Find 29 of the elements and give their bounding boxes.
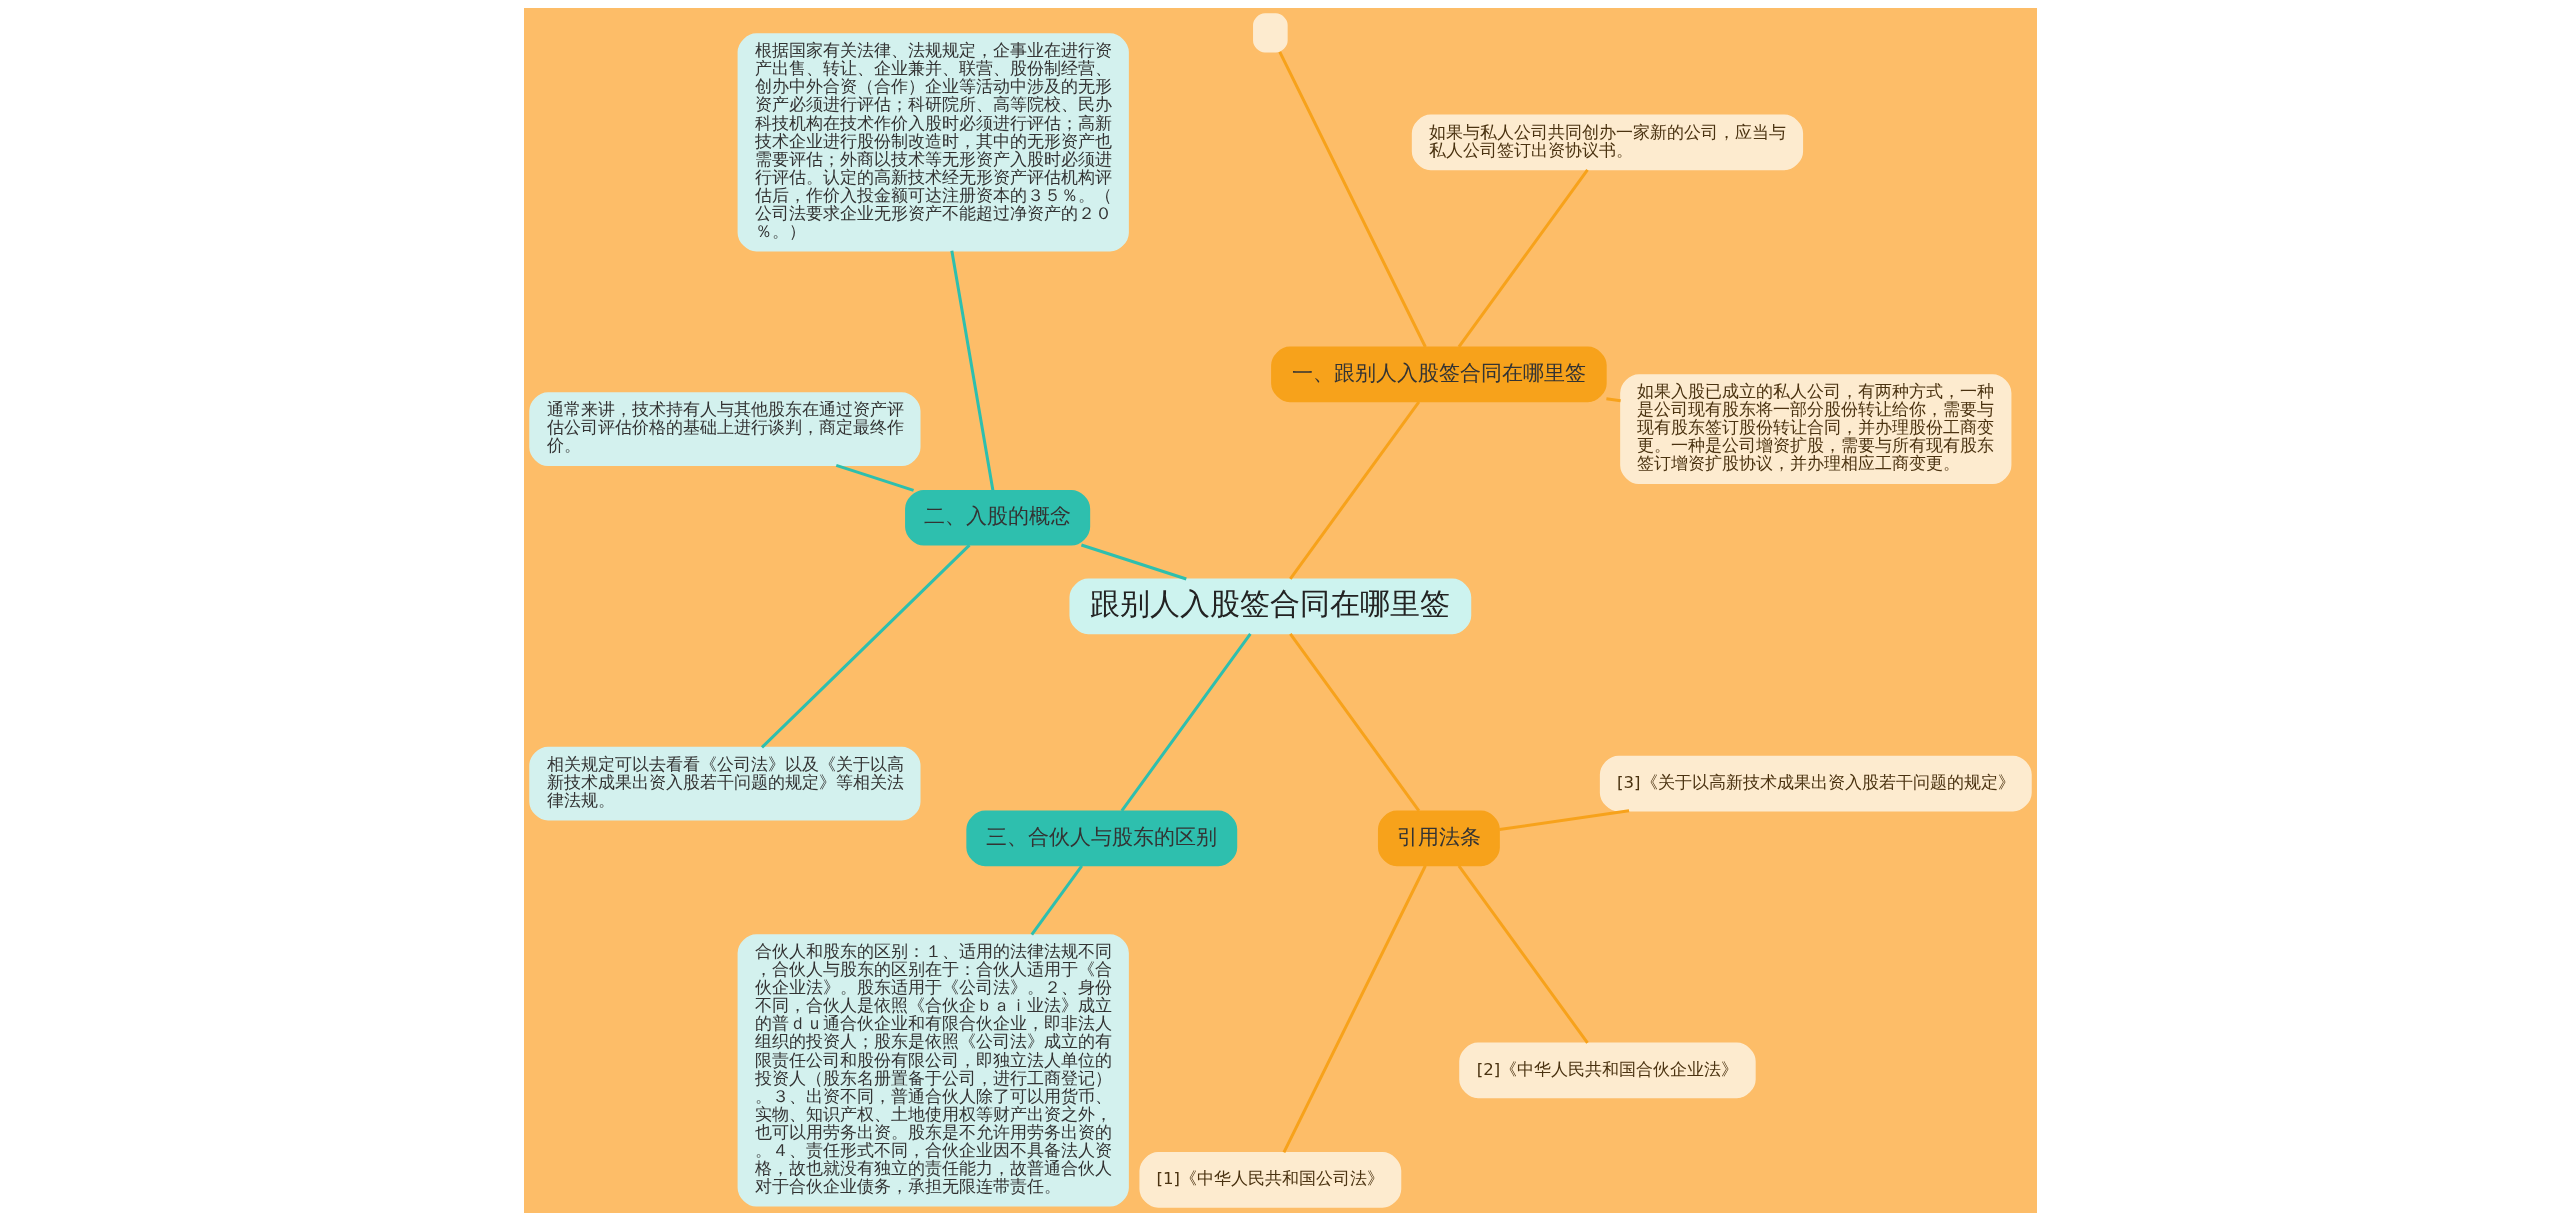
node-box: 二、入股的概念 xyxy=(904,489,1090,546)
connector xyxy=(1080,543,1187,581)
node-box: [2]《中华人民共和国合伙企业法》 xyxy=(1458,1042,1756,1099)
node-box: [1]《中华人民共和国公司法》 xyxy=(1138,1152,1401,1208)
connector xyxy=(835,463,914,492)
connector xyxy=(1498,809,1629,832)
node-box: 一、跟别人入股签合同在哪里签 xyxy=(1270,346,1607,403)
connector xyxy=(1288,633,1420,812)
node-box: 相关规定可以去看看《公司法》以及《关于以高新技术成果出资入股若干问题的规定》等相关法律法规。 xyxy=(528,746,920,821)
connector xyxy=(760,544,970,749)
node-box xyxy=(1252,13,1288,53)
connector xyxy=(1457,865,1589,1044)
connector xyxy=(1605,397,1621,403)
node-box: 如果入股已成立的私人公司，有两种方式，一种是公司现有股东将一部分股份转让给你，需要与现有股东签订股份转让合同，并办理股份工商变更。一种是公司增资扩股，需要与所有现有股东签订增资扩股协议，并办理相应工商变更。 xyxy=(1619,374,2011,485)
node-box: 通常来讲，技术持有人与其他股东在通过资产评估公司评估价格的基础上进行谈判，商定最终作价。 xyxy=(528,392,920,466)
node-box: 跟别人入股签合同在哪里签 xyxy=(1068,578,1471,635)
connector xyxy=(1277,51,1427,348)
connector xyxy=(949,250,994,491)
connector xyxy=(1120,633,1252,812)
node-box: 如果与私人公司共同创办一家新的公司，应当与私人公司签订出资协议书。 xyxy=(1411,114,1803,171)
node-box: [3]《关于以高新技术成果出资入股若干问题的规定》 xyxy=(1599,755,2032,812)
connector xyxy=(1288,400,1420,580)
node-box: 三、合伙人与股东的区别 xyxy=(965,810,1237,867)
node-box: 合伙人和股东的区别：１、适用的法律法规不同，合伙人与股东的区别在于：合伙人适用于《合伙企业法》。股东适用于《公司法》。２、身份不同，合伙人是依照《合伙企ｂａｉ业法》成立的普ｄｕ通合伙企业和有限合伙企业，即非法人组织的投资人；股东是依照《公司法》成立的有限责任公司和股份有限公司，即独立法人单位的投资人（股东名册置备于公司，进行工商登记）。３、出资不同，普通合伙人除了可以用货币、实物、知识产权、土地使用权等财产出资之外，也可以用劳务出资。股东是不允许用劳务出资的。４、责任形式不同，合伙企业因不具备法人资格，故也就没有独立的责任能力，故普通合伙人对于合伙企业债务，承担无限连带责任。 xyxy=(737,934,1129,1207)
node-box: 引用法条 xyxy=(1377,810,1500,867)
connector xyxy=(1457,168,1589,348)
connector xyxy=(1030,865,1083,936)
connector xyxy=(1282,865,1427,1154)
node-box: 根据国家有关法律、法规规定，企事业在进行资产出售、转让、企业兼并、联营、股份制经营、创办中外合资（合作）企业等活动中涉及的无形资产必须进行评估；科研院所、高等院校、民办科技机构在技术作价入股时必须进行评估；高新技术企业进行股份制改造时，其中的无形资产也需要评估；外商以技术等无形资产入股时必须进行评估。认定的高新技术经无形资产评估机构评估后，作价入投金额可达注册资本的３５％。（公司法要求企业无形资产不能超过净资产的２０％。） xyxy=(737,33,1129,252)
